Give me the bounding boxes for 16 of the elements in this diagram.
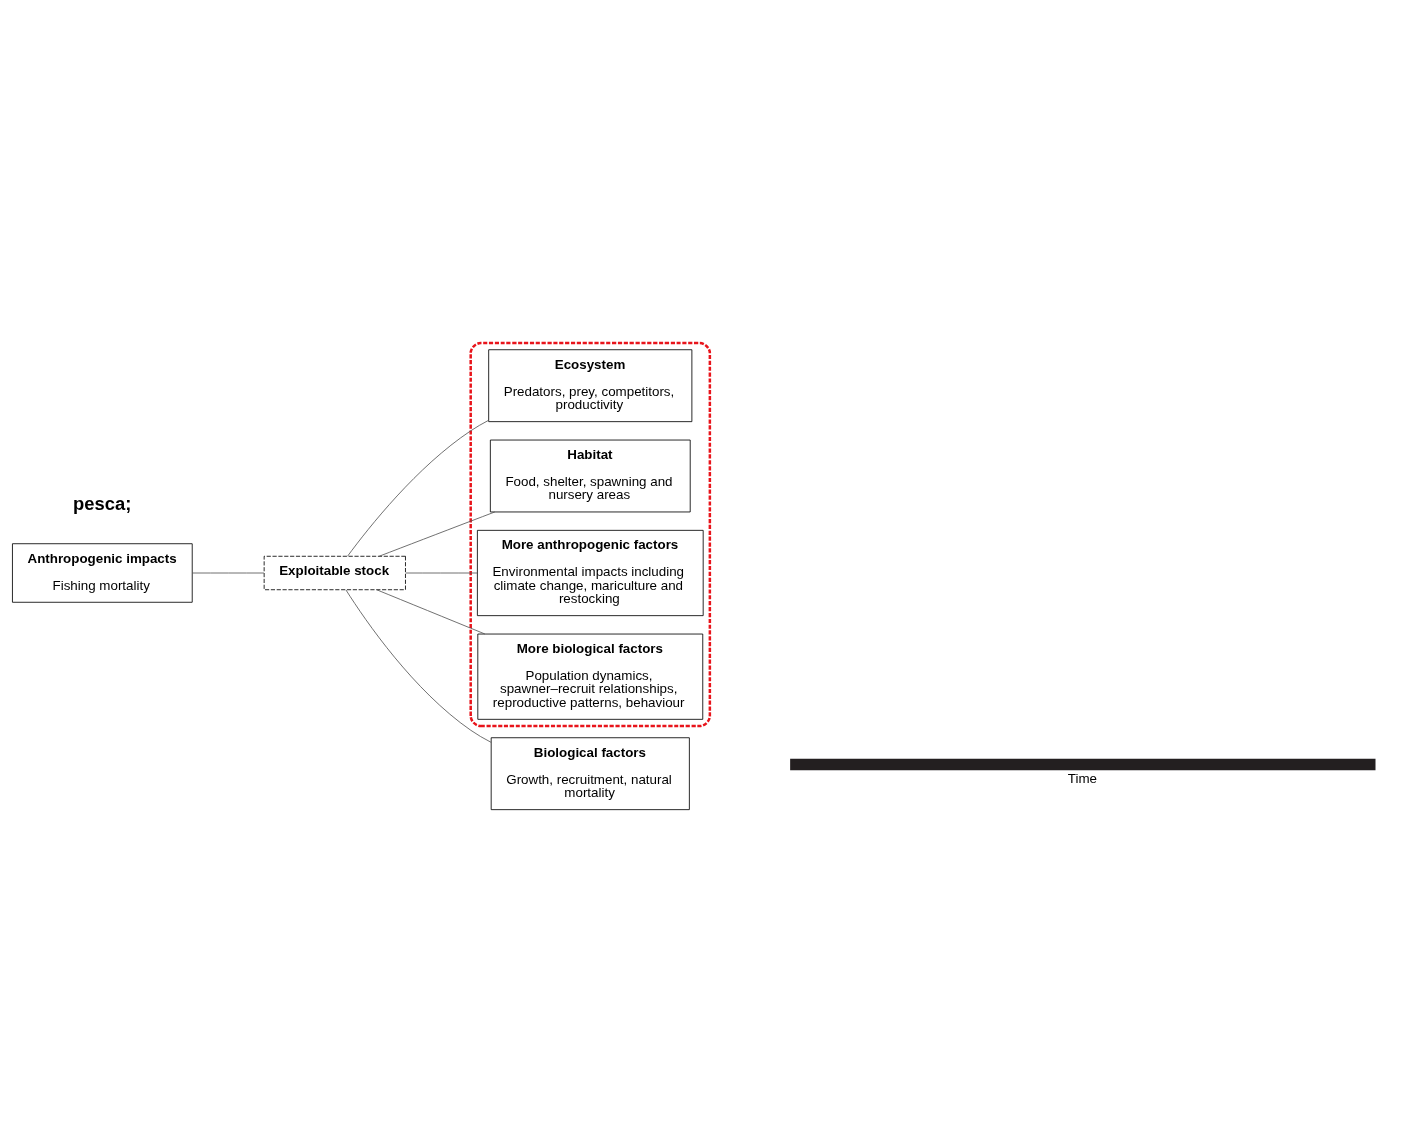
node-box: Anthropogenic impacts Fishing mortality bbox=[12, 542, 193, 603]
node-box: Ecosystem Predators, prey, competitors, productivity bbox=[488, 348, 693, 422]
node-box: Habitat Food, shelter, spawning and nursery areas bbox=[489, 439, 691, 512]
connector bbox=[192, 572, 265, 573]
node-box: More anthropogenic factors Environmental impacts including climate change, mariculture and restocking bbox=[476, 529, 704, 616]
cluster bbox=[469, 341, 712, 727]
connector bbox=[345, 589, 492, 743]
connector bbox=[376, 588, 486, 634]
connector bbox=[378, 511, 496, 557]
node-box: Exploitable stock bbox=[263, 555, 406, 590]
node-box: More biological factors Population dynamics, spawner–recruit relationships, reproductive patterns, behaviour bbox=[477, 633, 704, 720]
label: pesca; bbox=[73, 492, 132, 514]
node-box: Biological factors Growth, recruitment, natural mortality bbox=[490, 736, 690, 810]
label: Time bbox=[1067, 770, 1097, 786]
connector bbox=[405, 572, 478, 573]
connector bbox=[347, 419, 489, 557]
